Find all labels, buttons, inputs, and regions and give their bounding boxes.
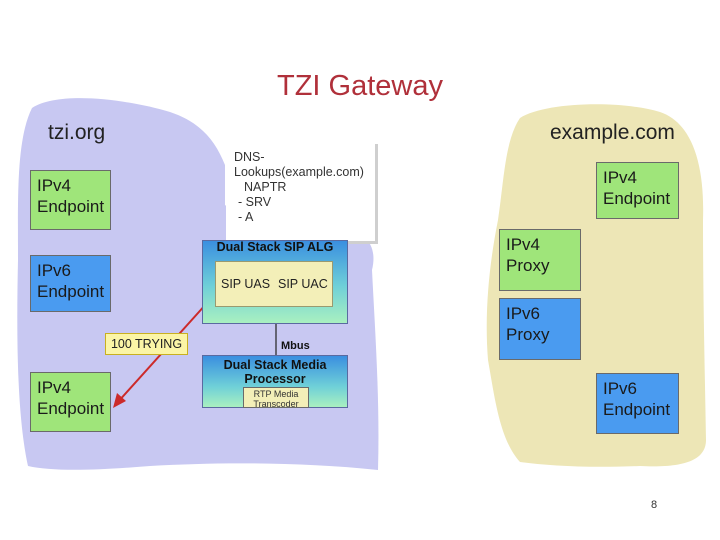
- rtp-line: Transcoder: [253, 399, 299, 409]
- dns-line: Lookups(example.com): [234, 165, 364, 179]
- example-com-label: example.com: [550, 121, 675, 144]
- dns-line: NAPTR: [244, 180, 287, 194]
- rtp-line: RTP Media: [253, 389, 299, 399]
- node-role: Proxy: [506, 325, 550, 344]
- ipv6-proxy: IPv6 Proxy: [499, 298, 581, 360]
- node-role: Endpoint: [37, 282, 105, 301]
- node-type: IPv4: [603, 168, 638, 187]
- dns-line: - SRV: [238, 195, 272, 209]
- page-title: TZI Gateway: [277, 70, 443, 102]
- ipv4-endpoint-left-top: IPv4 Endpoint: [30, 170, 111, 230]
- node-type: IPv4: [506, 235, 541, 254]
- ipv4-endpoint-left-bottom: IPv4 Endpoint: [30, 372, 111, 432]
- media-title-line: Processor: [244, 372, 306, 386]
- node-type: IPv4: [37, 176, 72, 195]
- ipv6-endpoint-left: IPv6 Endpoint: [30, 255, 111, 312]
- ipv6-endpoint-right: IPv6 Endpoint: [596, 373, 679, 434]
- node-type: IPv4: [37, 378, 72, 397]
- tzi-org-label: tzi.org: [48, 121, 106, 144]
- sip-alg-title: Dual Stack SIP ALG: [216, 240, 334, 254]
- node-type: IPv6: [603, 379, 638, 398]
- mbus-label: Mbus: [281, 340, 310, 352]
- response-arrowhead: [113, 393, 126, 408]
- dns-lookups-note: DNS- Lookups(example.com) NAPTR - SRV - …: [226, 144, 378, 244]
- page-number: 8: [651, 499, 658, 511]
- node-role: Endpoint: [37, 197, 105, 216]
- sip-uac-label: SIP UAC: [278, 277, 328, 291]
- dns-line: - A: [238, 210, 254, 224]
- trying-label: 100 TRYING: [105, 333, 188, 355]
- sip-ua-box: SIP UAS SIP UAC: [215, 261, 333, 307]
- rtp-transcoder: RTP Media Transcoder: [243, 387, 309, 409]
- dns-line: DNS-: [234, 150, 265, 164]
- sip-uas-label: SIP UAS: [221, 277, 271, 291]
- node-role: Endpoint: [603, 189, 671, 208]
- node-type: IPv6: [506, 304, 541, 323]
- node-role: Endpoint: [37, 399, 105, 418]
- ipv4-proxy: IPv4 Proxy: [499, 229, 581, 291]
- node-role: Proxy: [506, 256, 550, 275]
- ipv4-endpoint-right: IPv4 Endpoint: [596, 162, 679, 219]
- node-type: IPv6: [37, 261, 72, 280]
- sip-alg: Dual Stack SIP ALG SIP UAS SIP UAC: [202, 240, 348, 324]
- media-processor-title: Dual Stack Media Processor: [203, 358, 347, 386]
- node-role: Endpoint: [603, 400, 671, 419]
- media-title-line: Dual Stack Media: [223, 358, 327, 372]
- media-processor: Dual Stack Media Processor RTP Media Tra…: [202, 355, 348, 409]
